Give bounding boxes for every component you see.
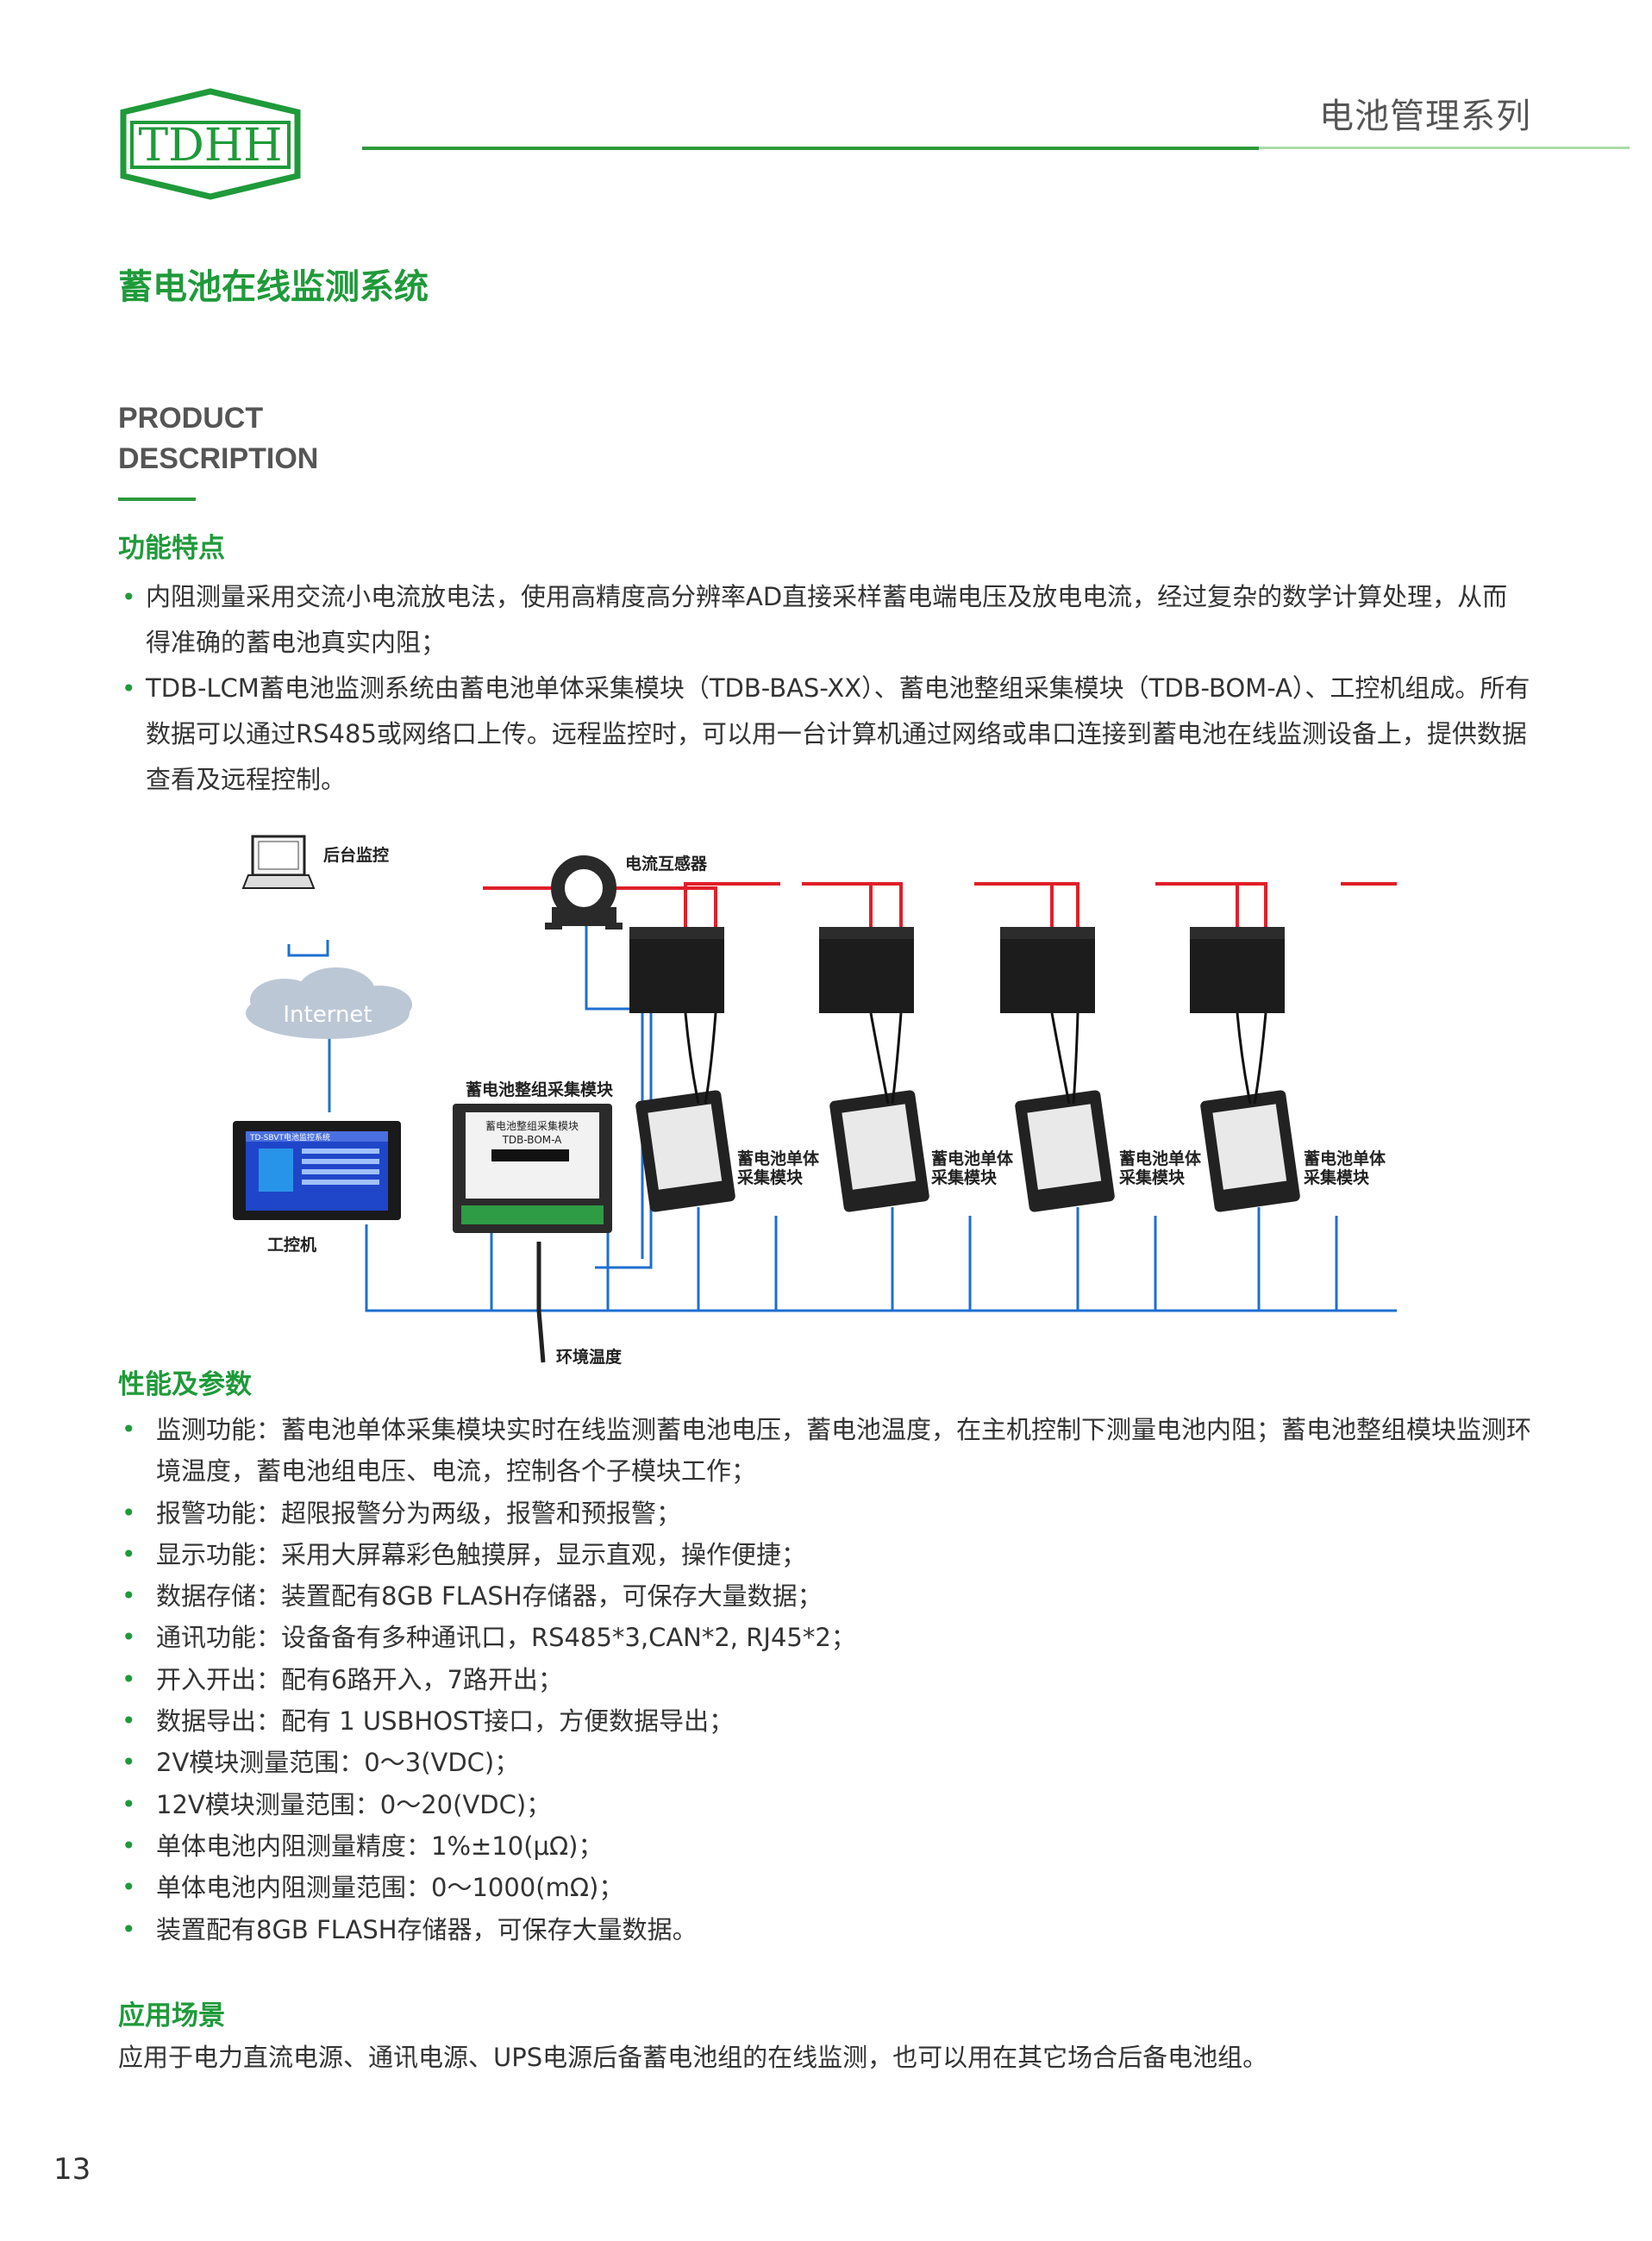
cell-module-label-4: 蓄电池单体 采集模块 [1304,1149,1392,1187]
internet-label: Internet [283,1002,372,1028]
application-title: 应用场景 [118,2000,225,2031]
bullet-icon: • [122,1664,136,1693]
bullet-icon: • [122,1831,136,1860]
bullet-icon: • [122,1873,136,1902]
ipc-screen-title: TD-SBVT电池监控系统 [249,1132,330,1142]
current-transformer-icon [545,855,623,930]
product-description-line-1: PRODUCT [118,402,264,435]
list-item: • TDB-LCM蓄电池监测系统由蓄电池单体采集模块（TDB-BAS-XX）、蓄… [118,666,1532,803]
features-title: 功能特点 [118,533,225,564]
bullet-icon: • [122,1914,136,1944]
cell-module-label-2: 蓄电池单体 采集模块 [931,1149,1019,1187]
params-title: 性能及参数 [118,1369,252,1400]
feature-text: 内阻测量采用交流小电流放电法，使用高精度高分辨率AD直接采样蓄电端电压及放电电流… [146,582,1508,657]
param-text: 显示功能：采用大屏幕彩色触摸屏，显示直观，操作便捷； [156,1539,807,1569]
heading-rule [118,498,196,501]
bullet-icon: • [122,1706,136,1736]
cell-module-label-1: 蓄电池单体 采集模块 [737,1149,825,1187]
bullet-icon: • [122,1498,136,1527]
features-list: • 内阻测量采用交流小电流放电法，使用高精度高分辨率AD直接采样蓄电端电压及放电… [118,574,1532,803]
logo-text: TDHH [138,120,282,172]
bullet-icon: • [122,583,136,611]
bom-panel-model: TDB-BOM-A [502,1134,563,1146]
bullet-icon: • [122,1789,136,1818]
internet-cloud-icon: Internet [246,967,412,1039]
header-divider-light [1259,147,1630,149]
page-title: 蓄电池在线监测系统 [118,267,429,307]
bullet-icon: • [122,1415,136,1443]
temp-label: 环境温度 [556,1347,623,1367]
temp-sensor-cable [536,1242,546,1363]
bullet-icon: • [122,1581,136,1611]
application-text: 应用于电力直流电源、通讯电源、UPS电源后备蓄电池组的在线监测，也可以用在其它场… [118,2043,1268,2072]
bullet-icon: • [122,1748,136,1777]
list-item: • 12V模块测量范围：0～20(VDC)； [118,1784,1549,1825]
param-text: 数据导出：配有 1 USBHOST接口，方便数据导出； [156,1706,735,1737]
param-text: 装置配有8GB FLASH存储器，可保存大量数据。 [156,1914,698,1944]
cell-module-4 [1200,1090,1300,1212]
param-text: 12V模块测量范围：0～20(VDC)； [156,1789,552,1819]
cell-module-2 [829,1090,929,1212]
bom-panel-title: 蓄电池整组采集模块 [485,1119,579,1132]
bom-module: 蓄电池整组采集模块 TDB-BOM-A [453,1104,612,1233]
params-list: • 监测功能：蓄电池单体采集模块实时在线监测蓄电池电压，蓄电池温度，在主机控制下测… [118,1409,1549,1950]
product-description-heading: PRODUCT DESCRIPTION [118,398,318,479]
company-logo: TDHH [120,88,301,200]
backend-computer-icon [241,835,316,889]
list-item: • 开入开出：配有6路开入，7路开出； [118,1659,1549,1700]
product-description-line-2: DESCRIPTION [118,442,319,475]
list-item: • 装置配有8GB FLASH存储器，可保存大量数据。 [118,1909,1549,1950]
battery-4 [1190,927,1285,1013]
cell-module-3 [1015,1090,1115,1212]
param-text: 数据存储：装置配有8GB FLASH存储器，可保存大量数据； [156,1581,823,1612]
ipc-label: 工控机 [267,1235,316,1255]
backend-label: 后台监控 [323,845,389,865]
list-item: • 单体电池内阻测量精度：1%±10(μΩ)； [118,1825,1549,1867]
bullet-icon: • [122,1623,136,1652]
page-number: 13 [53,2152,91,2187]
param-text: 报警功能：超限报警分为两级，报警和预报警； [156,1498,682,1528]
list-item: • 单体电池内阻测量范围：0～1000(mΩ)； [118,1867,1549,1908]
battery-2 [819,927,914,1013]
param-text: 单体电池内阻测量范围：0～1000(mΩ)； [156,1873,624,1903]
series-title: 电池管理系列 [1319,97,1531,136]
param-text: 单体电池内阻测量精度：1%±10(μΩ)； [156,1831,604,1861]
list-item: • 通讯功能：设备备有多种通讯口，RS485*3,CAN*2, RJ45*2； [118,1617,1549,1658]
system-diagram: 后台监控 Internet 电流互感器 TD-SBVT电池监控系统 工控机 蓄电… [233,835,1397,1367]
list-item: • 2V模块测量范围：0～3(VDC)； [118,1742,1549,1783]
param-text: 通讯功能：设备备有多种通讯口，RS485*3,CAN*2, RJ45*2； [156,1623,856,1653]
list-item: • 报警功能：超限报警分为两级，报警和预报警； [118,1493,1549,1534]
cell-module-1 [635,1090,735,1212]
list-item: • 数据导出：配有 1 USBHOST接口，方便数据导出； [118,1700,1549,1742]
bullet-icon: • [122,1539,136,1568]
battery-3 [1000,927,1095,1013]
header-divider [362,147,1259,150]
param-text: 2V模块测量范围：0～3(VDC)； [156,1748,520,1778]
battery-1 [629,927,724,1013]
bullet-icon: • [122,674,136,703]
bom-label: 蓄电池整组采集模块 [466,1080,614,1099]
feature-text: TDB-LCM蓄电池监测系统由蓄电池单体采集模块（TDB-BAS-XX）、蓄电池… [146,673,1530,794]
param-text: 开入开出：配有6路开入，7路开出； [156,1664,563,1694]
list-item: • 显示功能：采用大屏幕彩色触摸屏，显示直观，操作便捷； [118,1534,1549,1575]
param-text: 监测功能：蓄电池单体采集模块实时在线监测蓄电池电压，蓄电池温度，在主机控制下测量… [156,1415,1532,1487]
ct-label: 电流互感器 [625,854,708,873]
list-item: • 监测功能：蓄电池单体采集模块实时在线监测蓄电池电压，蓄电池温度，在主机控制下测… [118,1409,1549,1493]
ipc-device: TD-SBVT电池监控系统 [233,1121,401,1220]
list-item: • 内阻测量采用交流小电流放电法，使用高精度高分辨率AD直接采样蓄电端电压及放电… [118,574,1532,666]
cell-module-label-3: 蓄电池单体 采集模块 [1119,1149,1207,1187]
lead-wires [684,1012,1267,1105]
list-item: • 数据存储：装置配有8GB FLASH存储器，可保存大量数据； [118,1575,1549,1617]
